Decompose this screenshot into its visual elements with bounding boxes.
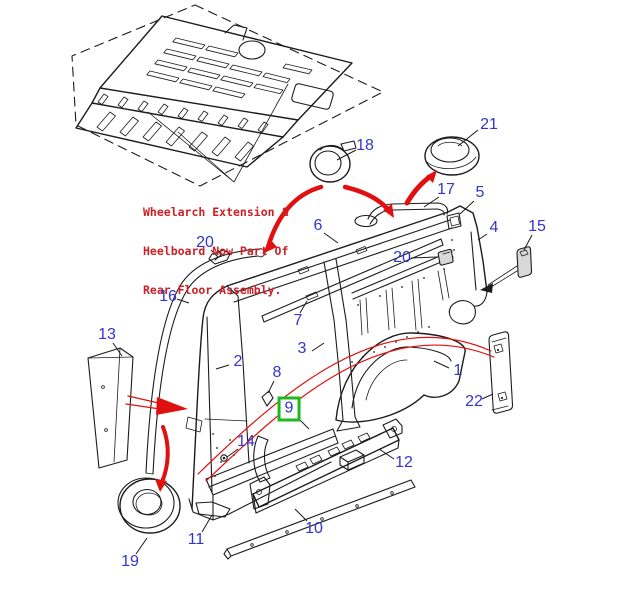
leader-line-18 bbox=[336, 149, 357, 161]
red-arrows bbox=[125, 170, 495, 492]
leader-line-11 bbox=[201, 514, 213, 533]
part-21-dome-grommet bbox=[424, 136, 480, 176]
callout-7[interactable]: 7 bbox=[293, 312, 303, 329]
leader-line-5 bbox=[459, 200, 475, 215]
body-side-panel bbox=[185, 205, 488, 521]
leader-line-20b bbox=[410, 256, 438, 259]
callout-22[interactable]: 22 bbox=[465, 393, 483, 410]
rear-floor-assembly-inset bbox=[75, 15, 353, 183]
callout-21[interactable]: 21 bbox=[480, 116, 498, 133]
part-15-block bbox=[480, 246, 533, 293]
callout-16[interactable]: 16 bbox=[159, 288, 177, 305]
leader-line-19 bbox=[135, 537, 148, 555]
callout-18[interactable]: 18 bbox=[356, 137, 374, 154]
leader-line-9 bbox=[298, 418, 310, 430]
callout-15[interactable]: 15 bbox=[528, 218, 546, 235]
part-19-grommet bbox=[117, 477, 181, 534]
leader-line-15 bbox=[523, 234, 533, 251]
leader-line-17 bbox=[423, 196, 440, 208]
callout-14[interactable]: 14 bbox=[237, 433, 255, 450]
apron-slots bbox=[96, 93, 269, 162]
annotation-line-2: Heelboard Now Part Of bbox=[143, 244, 289, 258]
part-20-clip-right bbox=[437, 248, 454, 266]
leader-line-12 bbox=[378, 448, 395, 460]
callout-2[interactable]: 2 bbox=[233, 353, 243, 370]
leader-line-22 bbox=[481, 393, 494, 400]
callout-9[interactable]: 9 bbox=[277, 396, 301, 422]
leader-line-16 bbox=[176, 298, 190, 304]
part-13-panel bbox=[87, 347, 134, 469]
quarter-ribs bbox=[359, 268, 450, 336]
callout-12[interactable]: 12 bbox=[395, 454, 413, 471]
part-8-bracket bbox=[261, 390, 274, 407]
part-20-clip-left bbox=[208, 249, 231, 265]
leader-line-8 bbox=[267, 380, 275, 394]
callout-20b[interactable]: 20 bbox=[393, 249, 411, 266]
leader-line-7 bbox=[299, 300, 308, 314]
callout-17[interactable]: 17 bbox=[437, 181, 455, 198]
callout-leader-lines bbox=[112, 129, 533, 555]
callout-10[interactable]: 10 bbox=[305, 520, 323, 537]
leader-line-6 bbox=[323, 232, 339, 244]
callout-13[interactable]: 13 bbox=[98, 326, 116, 343]
part-10-sill-strip bbox=[223, 479, 416, 560]
part-18-clamp bbox=[309, 140, 357, 183]
floor-ribs bbox=[146, 37, 313, 99]
callout-19[interactable]: 19 bbox=[121, 553, 139, 570]
callout-3[interactable]: 3 bbox=[297, 340, 307, 357]
annotation-note: Wheelarch Extension & Heelboard Now Part… bbox=[143, 180, 288, 310]
annotation-line-3: Rear Floor Assembly. bbox=[143, 283, 282, 297]
spot-weld-dots bbox=[212, 239, 455, 477]
leader-line-20a bbox=[210, 249, 219, 258]
annotation-line-1: Wheelarch Extension & bbox=[143, 205, 289, 219]
callout-5[interactable]: 5 bbox=[475, 184, 485, 201]
callout-8[interactable]: 8 bbox=[272, 364, 282, 381]
callout-20a[interactable]: 20 bbox=[196, 234, 214, 251]
part-12-sill-assembly bbox=[249, 418, 403, 514]
leader-line-10 bbox=[294, 508, 308, 522]
leader-line-3 bbox=[311, 342, 325, 352]
part-17-grab-rail bbox=[354, 202, 449, 228]
leader-line-21 bbox=[457, 129, 479, 147]
inset-dashed-border bbox=[71, 4, 384, 187]
leader-line-2 bbox=[215, 364, 230, 370]
callout-11[interactable]: 11 bbox=[187, 531, 205, 548]
part-22-plate bbox=[488, 331, 514, 414]
part-14-bolt bbox=[220, 454, 228, 462]
leader-line-14 bbox=[226, 448, 239, 458]
leader-line-13 bbox=[112, 342, 123, 357]
leader-line-1 bbox=[433, 360, 450, 369]
callout-1[interactable]: 1 bbox=[453, 362, 463, 379]
callout-4[interactable]: 4 bbox=[489, 219, 499, 236]
leader-line-4 bbox=[477, 233, 488, 241]
callout-6[interactable]: 6 bbox=[313, 217, 323, 234]
inset-leader-lines bbox=[147, 83, 289, 183]
